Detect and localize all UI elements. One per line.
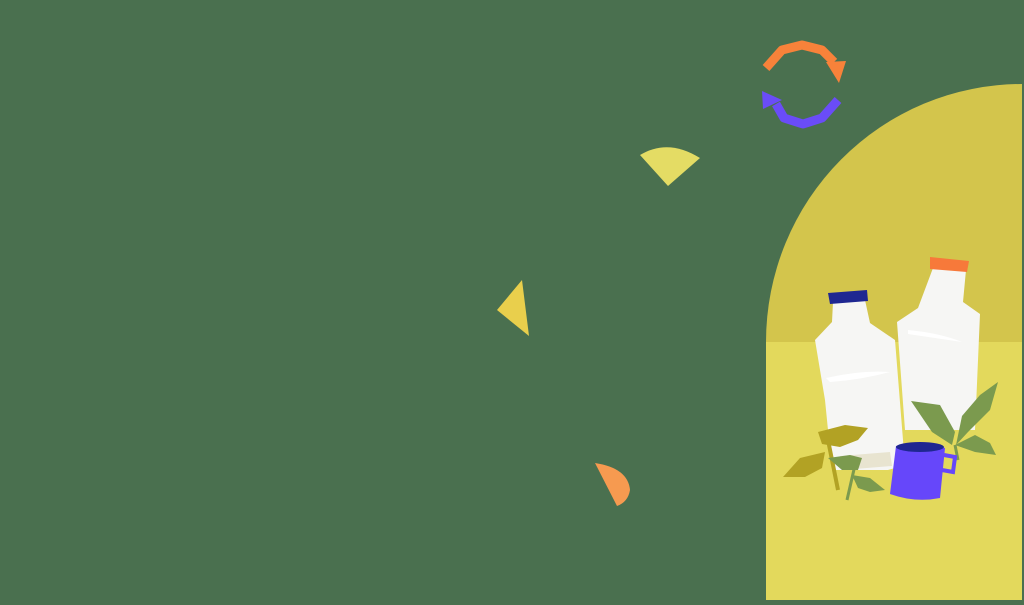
yellow-triangle-shape [497, 280, 529, 336]
bottom-strip [0, 600, 1024, 605]
plant-leaves-left [783, 425, 885, 501]
recycle-arrows-icon [762, 40, 846, 129]
orange-half-circle-shape [595, 463, 630, 506]
plant-leaves-right [911, 382, 998, 461]
mug [890, 442, 958, 500]
bottle-orange-cap [897, 257, 980, 430]
yellow-fan-shape [640, 147, 700, 186]
